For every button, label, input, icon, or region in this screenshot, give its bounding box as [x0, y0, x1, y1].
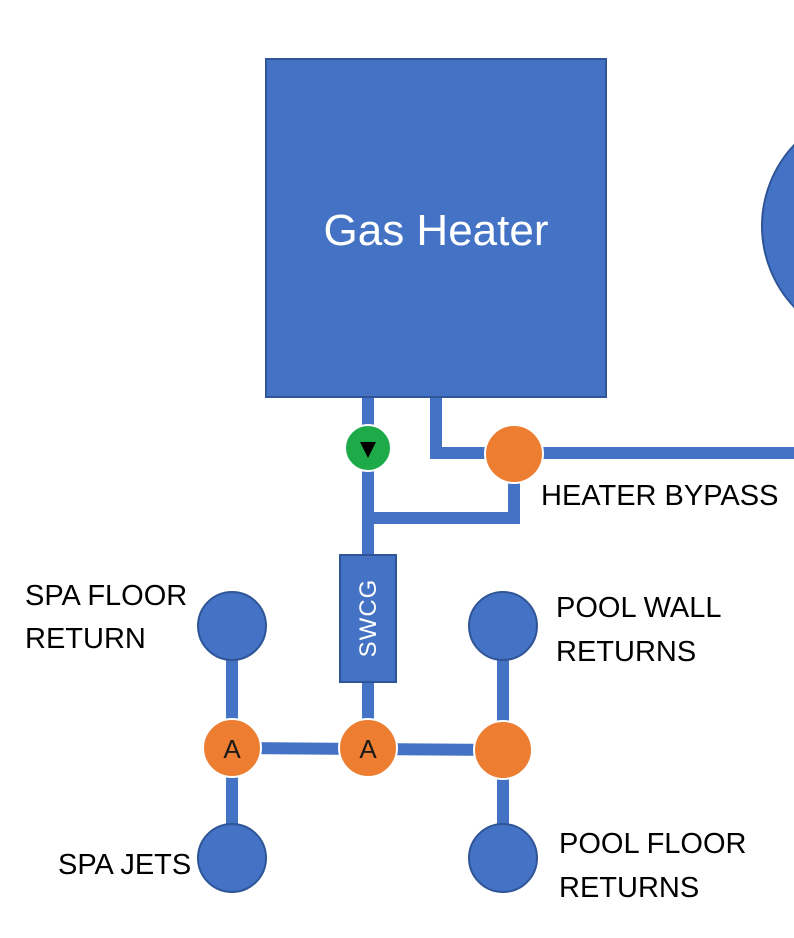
- spa-floor-return-node: [197, 591, 267, 661]
- actuator-valve-center: A: [338, 718, 398, 778]
- pipe-heater-bypass-line: [430, 396, 794, 459]
- pool-wall-returns-label-line1: POOL WALL: [556, 592, 721, 624]
- pool-floor-returns-label-line2: RETURNS: [559, 872, 699, 904]
- swcg-label: SWCG: [355, 579, 382, 658]
- pool-manifold-valve: [473, 720, 533, 780]
- heater-bypass-label: HEATER BYPASS: [541, 480, 778, 512]
- pool-wall-returns-node: [468, 591, 538, 661]
- down-triangle-icon: [360, 442, 376, 458]
- spa-jets-node: [197, 823, 267, 893]
- actuator-valve-center-letter: A: [359, 734, 377, 764]
- gas-heater-box: [265, 58, 607, 398]
- equipment-circle-partial: [761, 143, 794, 309]
- actuator-valve-left-circle: [202, 718, 262, 778]
- actuator-valve-left-letter: A: [223, 734, 241, 764]
- pool-manifold-valve-circle: [473, 720, 533, 780]
- actuator-valve-left: A: [202, 718, 262, 778]
- swcg-box: [339, 554, 397, 683]
- actuator-valve-center-circle: [338, 718, 398, 778]
- spa-floor-return-label-line1: SPA FLOOR: [25, 580, 187, 612]
- swcg: SWCG: [339, 554, 397, 683]
- check-valve: [344, 424, 392, 472]
- spa-jets-label: SPA JETS: [58, 849, 191, 881]
- gas-heater: Gas Heater: [265, 58, 607, 398]
- pool-wall-returns-label-line2: RETURNS: [556, 636, 696, 668]
- spa-floor-return-label-line2: RETURN: [25, 623, 146, 655]
- heater-bypass-valve: [484, 424, 544, 484]
- pool-floor-returns-label-line1: POOL FLOOR: [559, 828, 746, 860]
- pool-floor-returns-node: [468, 823, 538, 893]
- heater-bypass-valve-circle: [484, 424, 544, 484]
- gas-heater-label: Gas Heater: [324, 206, 549, 255]
